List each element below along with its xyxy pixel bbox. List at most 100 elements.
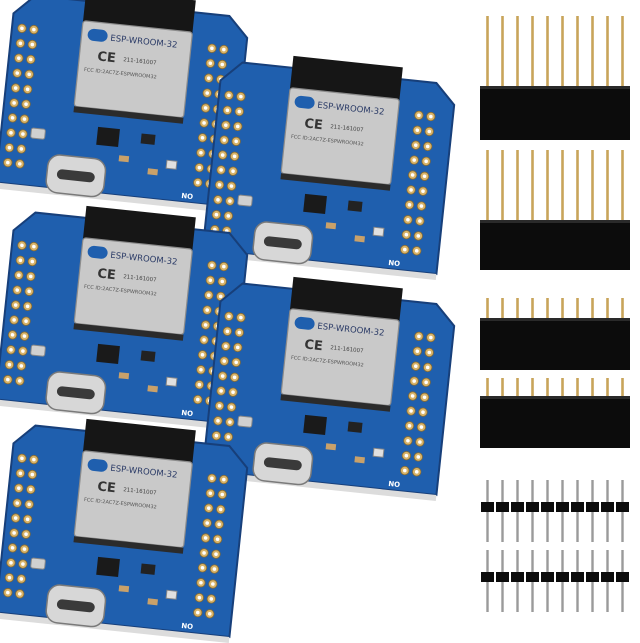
pad-hole bbox=[197, 595, 202, 600]
pad-hole bbox=[235, 124, 240, 129]
pad-hole bbox=[17, 56, 21, 60]
pad-hole bbox=[216, 197, 220, 202]
pad-hole bbox=[195, 610, 200, 615]
pad-hole bbox=[231, 390, 235, 395]
pad-hole bbox=[407, 203, 412, 207]
wifi-logo-icon bbox=[87, 28, 108, 42]
header-spacer bbox=[571, 502, 584, 512]
header-spacer bbox=[586, 502, 599, 512]
pad-hole bbox=[13, 86, 18, 90]
wifi-logo-icon bbox=[294, 316, 315, 330]
pad-hole bbox=[203, 323, 208, 327]
header-body bbox=[480, 318, 630, 370]
header-spacer bbox=[541, 502, 554, 512]
pad-hole bbox=[17, 379, 22, 383]
pad-hole bbox=[206, 293, 211, 297]
pad-hole bbox=[226, 214, 231, 218]
pad-hole bbox=[20, 243, 24, 248]
pad-hole bbox=[20, 26, 24, 31]
pad-hole bbox=[206, 76, 211, 80]
header-spacer bbox=[616, 572, 629, 582]
cert-text: 211-161007 bbox=[123, 274, 157, 284]
pad-hole bbox=[412, 379, 417, 383]
pad-hole bbox=[227, 93, 231, 98]
smd-part bbox=[354, 456, 365, 464]
cert-text: 211-161007 bbox=[123, 487, 157, 497]
pad-hole bbox=[13, 516, 18, 520]
pad-hole bbox=[13, 303, 18, 307]
header-top-edge bbox=[480, 220, 630, 223]
module-shield bbox=[73, 237, 193, 336]
pad-hole bbox=[416, 455, 421, 459]
pad-hole bbox=[229, 405, 234, 409]
pad-hole bbox=[25, 87, 30, 92]
pad-hole bbox=[239, 315, 243, 320]
pad-hole bbox=[24, 319, 28, 324]
usb-c-port bbox=[56, 599, 95, 613]
pad-hole bbox=[235, 345, 240, 350]
edge-label: NO bbox=[181, 622, 194, 631]
pad-hole bbox=[21, 349, 25, 353]
ce-mark-text: CE bbox=[304, 337, 324, 354]
pad-hole bbox=[210, 476, 214, 481]
pad-hole bbox=[215, 537, 220, 542]
pad-hole bbox=[199, 580, 203, 585]
header-top-edge bbox=[480, 318, 630, 321]
antenna bbox=[82, 0, 196, 35]
pad-hole bbox=[402, 468, 407, 473]
pad-hole bbox=[197, 382, 202, 387]
pad-hole bbox=[19, 577, 24, 581]
pad-hole bbox=[419, 204, 424, 208]
regulator bbox=[347, 421, 363, 433]
header-spacer bbox=[496, 502, 509, 512]
usb-c-port bbox=[263, 457, 302, 471]
regulator bbox=[347, 200, 363, 212]
usb-chip bbox=[96, 556, 120, 578]
pad-hole bbox=[203, 106, 208, 110]
pad-hole bbox=[25, 304, 30, 309]
pad-hole bbox=[22, 547, 27, 551]
pad-hole bbox=[412, 158, 417, 162]
pad-hole bbox=[427, 129, 432, 134]
header-spacer bbox=[556, 572, 569, 582]
pad-hole bbox=[402, 247, 407, 252]
pad-hole bbox=[237, 330, 242, 335]
pad-hole bbox=[417, 334, 421, 339]
pad-hole bbox=[20, 456, 24, 461]
pad-hole bbox=[19, 147, 24, 151]
pad-hole bbox=[195, 180, 200, 185]
ce-mark-text: CE bbox=[97, 479, 117, 496]
antenna bbox=[289, 276, 403, 323]
header-spacer bbox=[541, 572, 554, 582]
pad-hole bbox=[21, 132, 25, 136]
pad-hole bbox=[200, 136, 205, 140]
pad-hole bbox=[18, 471, 23, 476]
smd-part bbox=[325, 222, 337, 230]
smd-part bbox=[147, 168, 158, 176]
module-base bbox=[73, 323, 184, 341]
pad-hole bbox=[225, 329, 230, 334]
pad-hole bbox=[211, 582, 215, 586]
wifi-logo-icon bbox=[87, 245, 108, 259]
header-spacer bbox=[556, 502, 569, 512]
header-top-edge bbox=[480, 86, 630, 89]
pad-hole bbox=[10, 546, 15, 550]
header-body bbox=[480, 86, 630, 140]
pin-header-group bbox=[480, 16, 630, 612]
female-pin-header bbox=[480, 16, 630, 140]
pad-hole bbox=[28, 487, 33, 492]
pad-hole bbox=[418, 440, 422, 444]
header-spacer bbox=[601, 502, 614, 512]
pad-hole bbox=[222, 264, 226, 269]
smd-part bbox=[118, 585, 130, 593]
module-base bbox=[73, 106, 184, 124]
pad-hole bbox=[7, 575, 12, 580]
button bbox=[237, 194, 253, 207]
pad-hole bbox=[205, 521, 210, 525]
cert-text: 211-161007 bbox=[123, 57, 157, 67]
pad-hole bbox=[422, 174, 427, 179]
pad-hole bbox=[220, 492, 225, 497]
